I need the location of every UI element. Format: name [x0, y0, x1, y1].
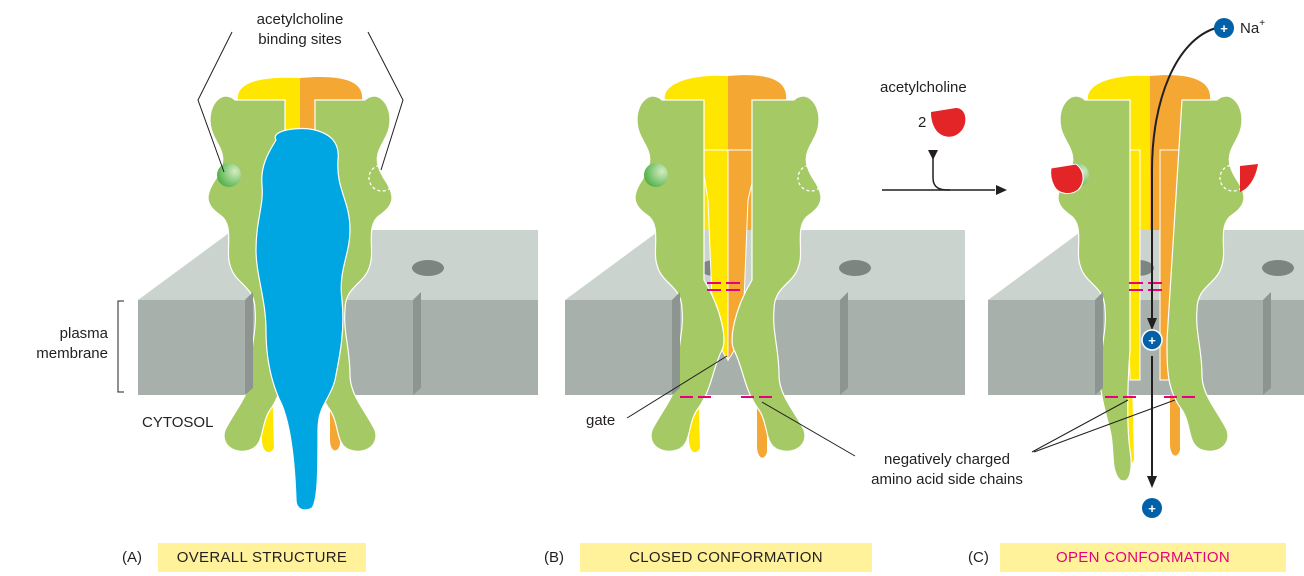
- sodium-ion-pore: +: [1142, 330, 1162, 350]
- ligand-count: 2: [918, 114, 926, 131]
- acetylcholine-binding-arrow: acetylcholine 2: [880, 79, 1007, 195]
- bound-acetylcholine-left: [1051, 164, 1083, 193]
- blue-subunit: [256, 128, 350, 509]
- panel-a: acetylcholine binding sites plasma membr…: [36, 11, 538, 572]
- sodium-ion-top: +: [1214, 18, 1234, 38]
- panel-b-caption: CLOSED CONFORMATION: [629, 549, 823, 566]
- acetylcholine-molecule: [931, 108, 965, 137]
- binding-sites-label: acetylcholine: [257, 11, 344, 28]
- gate-label: gate: [586, 412, 615, 429]
- negative-charge-label: negatively charged: [884, 451, 1010, 468]
- panel-c-caption: OPEN CONFORMATION: [1056, 549, 1230, 566]
- bound-acetylcholine-right: [1240, 164, 1258, 192]
- ion-label: Na+: [1240, 18, 1265, 37]
- membrane-label: plasma: [60, 325, 109, 342]
- panel-a-letter: (A): [122, 549, 142, 566]
- panel-c-letter: (C): [968, 549, 989, 566]
- ion-plus-symbol: +: [1148, 333, 1156, 348]
- panel-b-letter: (B): [544, 549, 564, 566]
- binding-site-left: [644, 163, 668, 187]
- plasma-membrane: [988, 230, 1304, 395]
- panel-a-caption: OVERALL STRUCTURE: [177, 549, 347, 566]
- negative-charge-label-2: amino acid side chains: [871, 471, 1023, 488]
- binding-site-left: [217, 163, 241, 187]
- sodium-ion-cytosol: +: [1142, 498, 1162, 518]
- cytosol-label: CYTOSOL: [142, 414, 213, 431]
- membrane-label-2: membrane: [36, 345, 108, 362]
- reaction-arrow: [933, 150, 995, 190]
- acetylcholine-label: acetylcholine: [880, 79, 967, 96]
- panel-b: gate (B) CLOSED CONFORMATION: [544, 75, 965, 572]
- ion-plus-symbol: +: [1220, 21, 1228, 36]
- membrane-bracket: [118, 301, 124, 392]
- ion-plus-symbol: +: [1148, 501, 1156, 516]
- binding-sites-label-2: binding sites: [258, 31, 341, 48]
- panel-c: + Na+ + + (C) OPEN CONFORMATION: [968, 18, 1304, 572]
